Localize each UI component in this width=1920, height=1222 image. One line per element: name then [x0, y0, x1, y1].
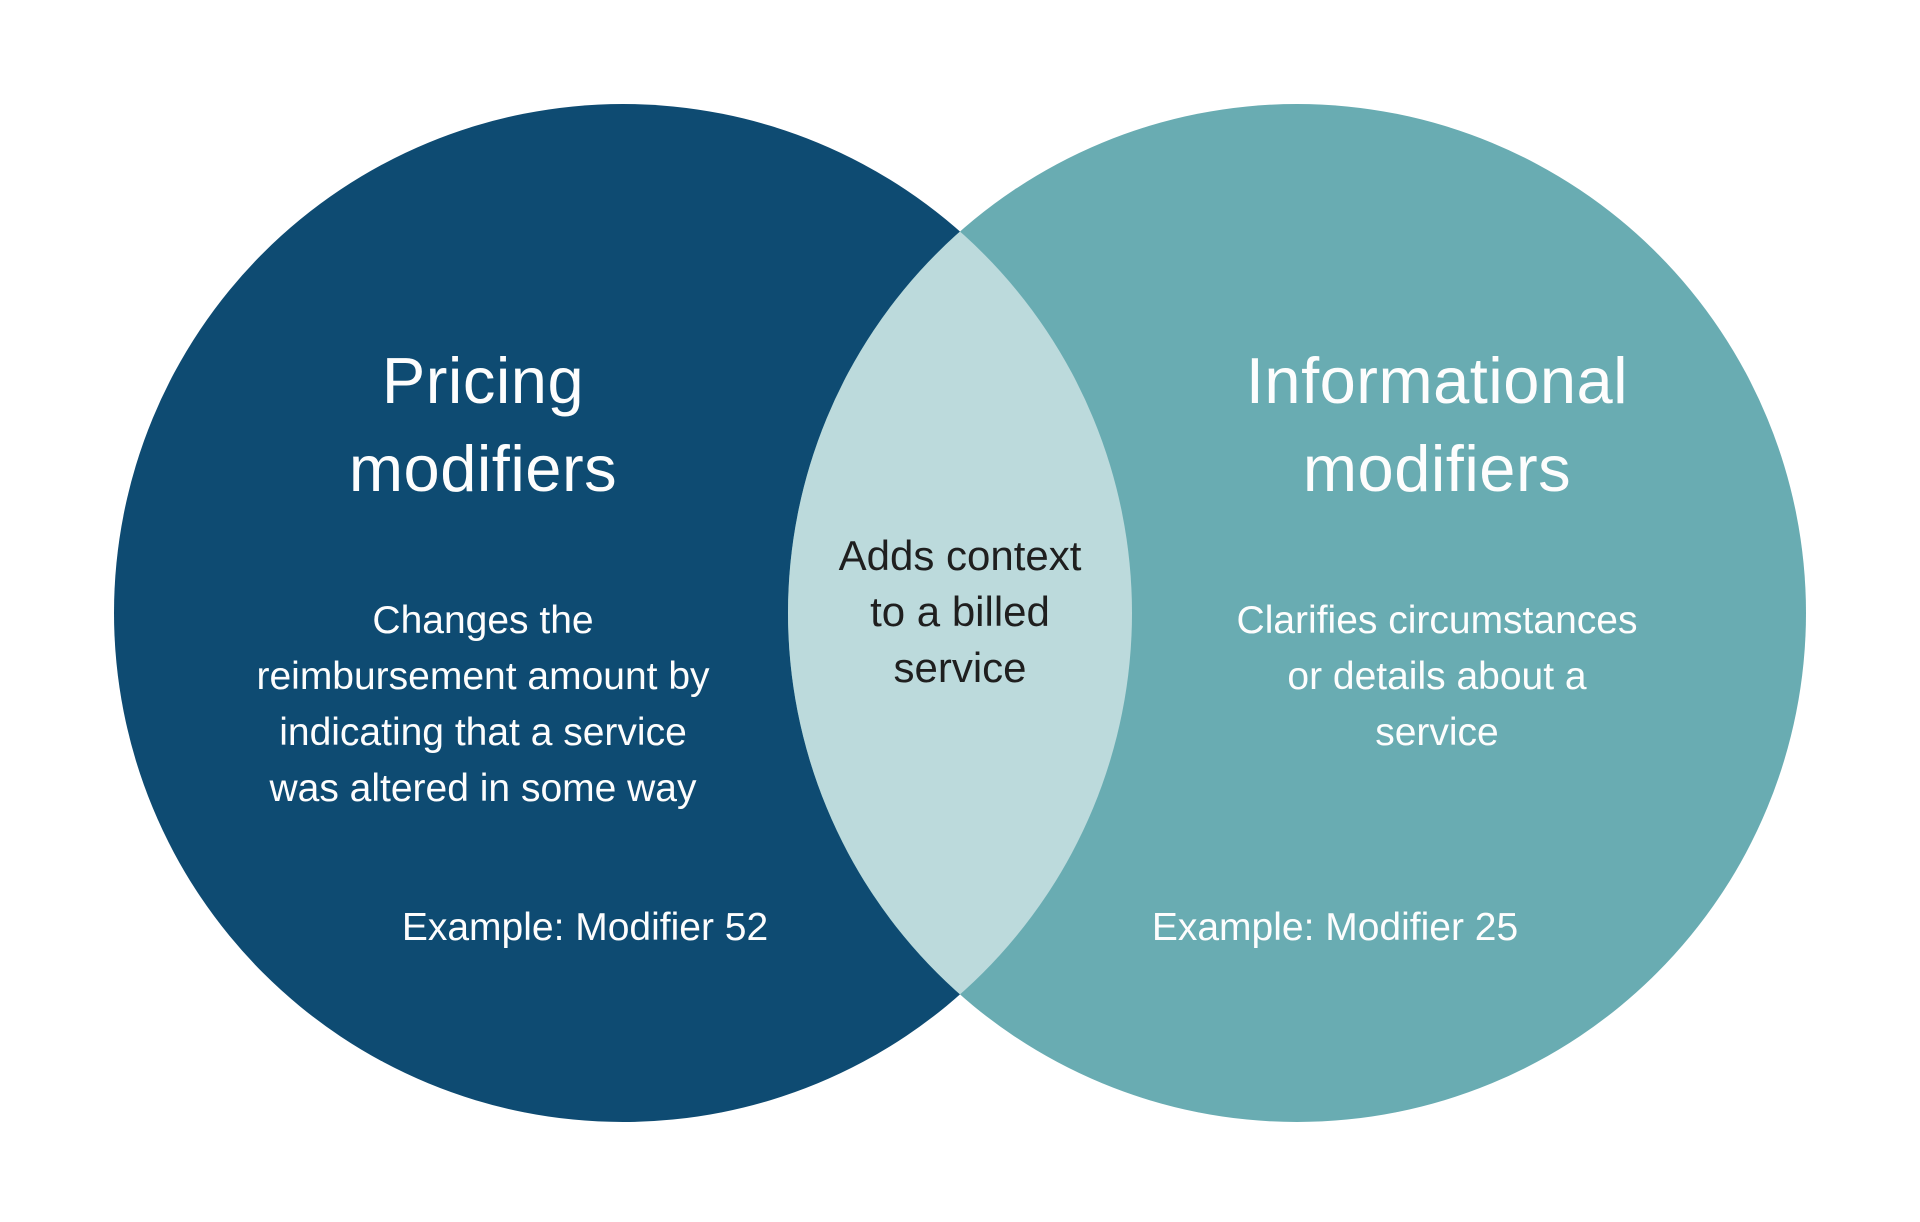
- intersection-shape: [788, 104, 1132, 1122]
